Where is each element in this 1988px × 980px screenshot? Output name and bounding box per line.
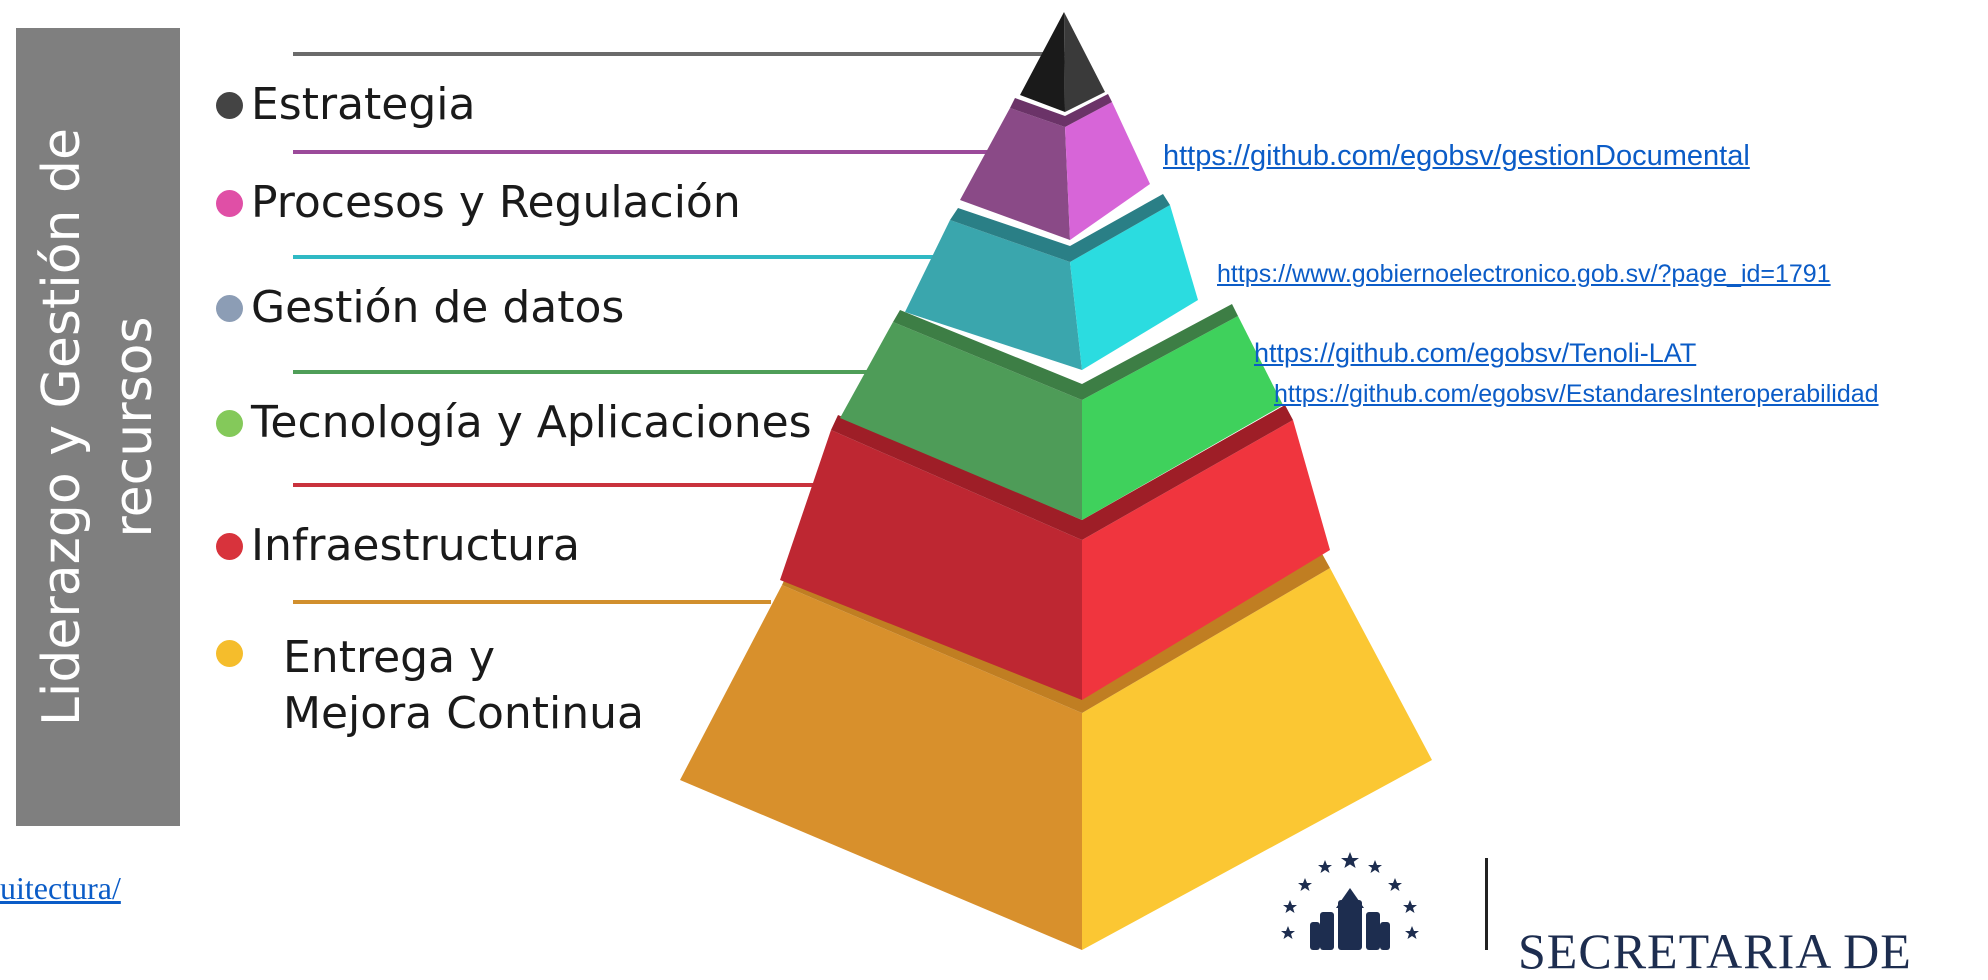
bullet-dot — [216, 294, 243, 322]
layer-processes: Procesos y Regulación — [216, 178, 741, 228]
pyramid-layer-tech-top — [893, 304, 1238, 400]
pyramid-layer-infra-top — [831, 405, 1293, 540]
star-icon — [1405, 926, 1419, 939]
pyramid-layer-processes-right — [1065, 102, 1150, 240]
pyramid-diagram — [680, 12, 1432, 950]
star-icon — [1298, 878, 1312, 891]
pyramid-layer-infra-right — [1082, 420, 1330, 700]
connector-line-data — [293, 255, 947, 259]
pyramid-layer-tech-right — [1082, 316, 1283, 520]
layer-label-line1: Entrega y — [283, 632, 496, 683]
link-tenoli-lat[interactable]: https://github.com/egobsv/Tenoli-LAT — [1254, 338, 1697, 368]
connector-line-strategy — [293, 52, 1080, 56]
pyramid-layer-processes-left — [960, 108, 1070, 240]
connector-line-delivery — [293, 600, 771, 604]
star-icon — [1318, 860, 1332, 873]
layer-label: Entrega y Mejora Continua — [283, 630, 644, 742]
pyramid-layer-strategy-right — [1064, 12, 1105, 112]
pyramid-layer-delivery-left — [680, 585, 1082, 950]
logo-divider — [1485, 858, 1488, 950]
pyramid-layer-strategy-left — [1020, 12, 1065, 112]
layer-label: Tecnología y Aplicaciones — [251, 397, 812, 448]
government-emblem-logo — [1281, 852, 1419, 950]
star-icon — [1283, 900, 1297, 913]
link-estandares-interoperabilidad[interactable]: https://github.com/egobsv/EstandaresInte… — [1274, 380, 1879, 408]
bullet-dot — [216, 640, 243, 667]
sidebar-panel — [16, 28, 180, 826]
link-gestion-documental[interactable]: https://github.com/egobsv/gestionDocumen… — [1163, 140, 1750, 172]
pyramid-layer-data-right — [1070, 205, 1198, 370]
star-icon — [1368, 860, 1382, 873]
star-icon — [1388, 878, 1402, 891]
layer-strategy: Estrategia — [216, 80, 475, 130]
layer-label: Procesos y Regulación — [251, 177, 741, 228]
star-icon — [1403, 900, 1417, 913]
pyramid-layer-data-top — [950, 194, 1170, 262]
pyramid-layer-delivery-right — [1082, 568, 1432, 950]
connector-line-processes — [293, 150, 1010, 154]
pyramid-layer-tech-left — [840, 322, 1082, 520]
bullet-dot — [216, 189, 243, 217]
layer-label-line2: Mejora Continua — [283, 688, 644, 739]
bullet-dot — [216, 91, 243, 119]
bullet-dot — [216, 532, 243, 560]
layer-infrastructure: Infraestructura — [216, 521, 580, 571]
link-gobierno-electronico[interactable]: https://www.gobiernoelectronico.gob.sv/?… — [1217, 260, 1831, 288]
star-icon — [1281, 926, 1295, 939]
layer-label: Infraestructura — [251, 520, 581, 571]
layer-label: Estrategia — [251, 79, 476, 130]
star-icon — [1341, 852, 1359, 868]
connector-line-infrastructure — [293, 483, 831, 487]
layer-delivery: Entrega y Mejora Continua — [216, 630, 644, 750]
link-arquitectura-partial[interactable]: uitectura/ — [0, 870, 121, 906]
pyramid-layer-data-left — [905, 220, 1082, 370]
pyramid-layer-processes-top — [1010, 94, 1112, 127]
layer-data: Gestión de datos — [216, 283, 624, 333]
organization-name: SECRETARIA DE — [1518, 923, 1912, 979]
emblem-crest — [1310, 888, 1390, 950]
connector-line-technology — [293, 370, 893, 374]
bullet-dot — [216, 409, 243, 437]
pyramid-layer-infra-left — [780, 430, 1082, 700]
layer-technology: Tecnología y Aplicaciones — [216, 398, 812, 448]
layer-label: Gestión de datos — [251, 282, 625, 333]
